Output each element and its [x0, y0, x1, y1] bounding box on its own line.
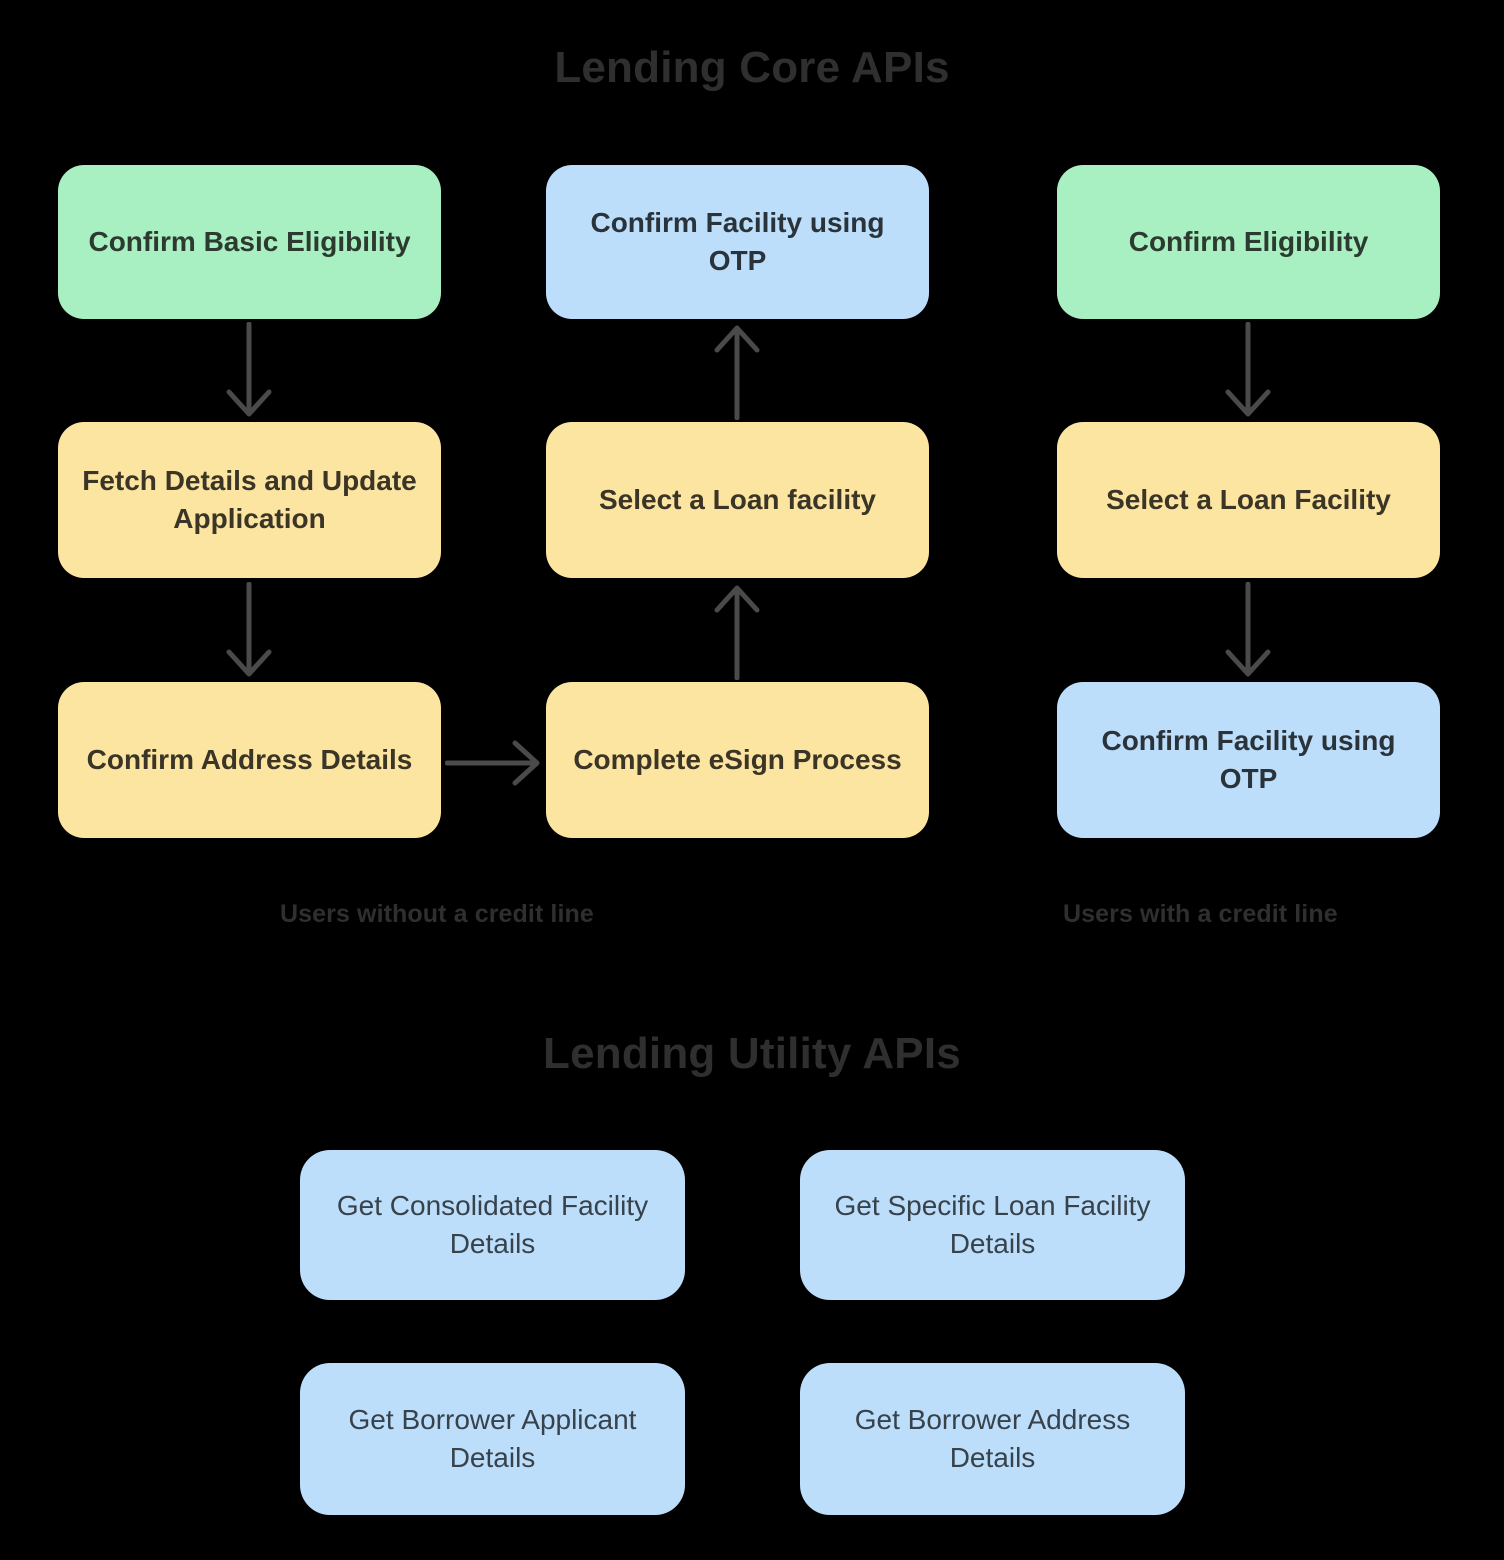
arrow-down-icon-c1r1-to-c1r2: [222, 322, 276, 420]
node-get-borrower-applicant-details[interactable]: Get Borrower Applicant Details: [300, 1363, 685, 1515]
node-label: Get Borrower Applicant Details: [348, 1403, 637, 1473]
node-label: Complete eSign Process: [573, 743, 902, 775]
node-label: Confirm Address Details: [86, 743, 413, 775]
node-get-consolidated-facility-details[interactable]: Get Consolidated Facility Details: [300, 1150, 685, 1300]
arrow-down-icon-c3r1-to-c3r2: [1221, 322, 1275, 420]
arrow-up-icon-c2r3-to-c2r2: [710, 582, 764, 680]
node-confirm-facility-using-otp-right[interactable]: Confirm Facility using OTP: [1057, 682, 1440, 838]
caption-users-without-credit-line: Users without a credit line: [280, 900, 594, 928]
arrow-down-icon-c3r2-to-c3r3: [1221, 582, 1275, 680]
node-label: Confirm Eligibility: [1128, 225, 1369, 257]
node-confirm-basic-eligibility[interactable]: Confirm Basic Eligibility: [58, 165, 441, 319]
node-confirm-facility-using-otp-middle[interactable]: Confirm Facility using OTP: [546, 165, 929, 319]
node-label: Select a Loan Facility: [1106, 483, 1391, 515]
node-label: Confirm Facility using OTP: [590, 206, 885, 276]
node-label: Get Borrower Address Details: [854, 1403, 1131, 1473]
arrow-down-icon-c1r2-to-c1r3: [222, 582, 276, 680]
node-label: Get Consolidated Facility Details: [336, 1189, 649, 1259]
node-confirm-eligibility[interactable]: Confirm Eligibility: [1057, 165, 1440, 319]
node-select-a-loan-facility-middle[interactable]: Select a Loan facility: [546, 422, 929, 578]
node-confirm-address-details[interactable]: Confirm Address Details: [58, 682, 441, 838]
node-select-a-loan-facility-right[interactable]: Select a Loan Facility: [1057, 422, 1440, 578]
node-label: Fetch Details and Update Application: [82, 464, 417, 534]
caption-users-with-credit-line: Users with a credit line: [1063, 900, 1338, 928]
utility-section-title: Lending Utility APIs: [543, 1029, 961, 1078]
node-fetch-details-and-update-application[interactable]: Fetch Details and Update Application: [58, 422, 441, 578]
node-label: Confirm Basic Eligibility: [88, 225, 411, 257]
node-label: Confirm Facility using OTP: [1101, 724, 1396, 794]
node-get-specific-loan-facility-details[interactable]: Get Specific Loan Facility Details: [800, 1150, 1185, 1300]
arrow-up-icon-c2r2-to-c2r1: [710, 322, 764, 420]
node-get-borrower-address-details[interactable]: Get Borrower Address Details: [800, 1363, 1185, 1515]
node-label: Select a Loan facility: [599, 483, 876, 515]
node-complete-esign-process[interactable]: Complete eSign Process: [546, 682, 929, 838]
node-label: Get Specific Loan Facility Details: [834, 1189, 1151, 1259]
core-section-title: Lending Core APIs: [554, 43, 950, 92]
arrow-right-icon-c1r3-to-c2r3: [445, 736, 543, 790]
